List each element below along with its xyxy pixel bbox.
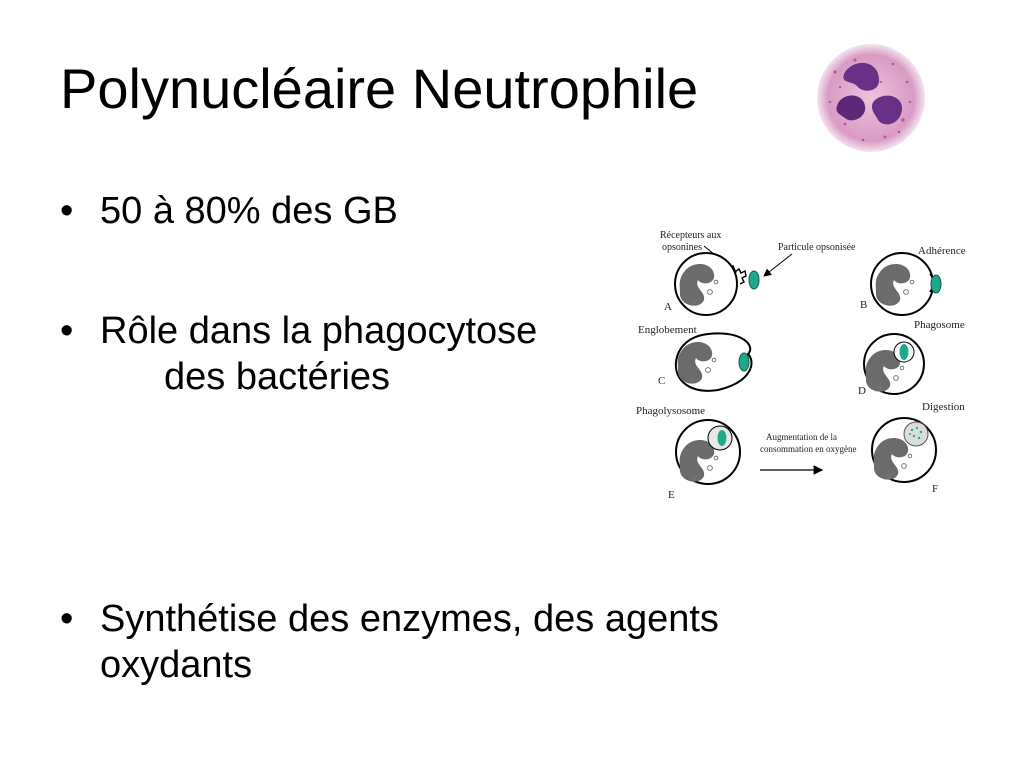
label-phagosome: Phagosome — [914, 319, 965, 331]
bullet-text-block: Rôle dans la phagocytose des bactéries — [100, 308, 537, 400]
cell-c — [674, 332, 753, 392]
label-digestion: Digestion — [922, 401, 965, 413]
cell-b — [870, 252, 942, 316]
bullet-text: Rôle dans la phagocytose — [100, 310, 538, 352]
neutrophil-photo — [817, 44, 925, 152]
phagocytosis-diagram: Récepteurs aux opsonines Particule opson… — [636, 230, 966, 501]
label-adherence: Adhérence — [918, 245, 966, 257]
slide-title: Polynucléaire Neutrophile — [60, 57, 699, 120]
bullet-text: Synthétise des enzymes, des agents — [100, 598, 719, 640]
cell-a — [674, 252, 760, 316]
bullet-symbol: • — [60, 190, 74, 232]
label-receptors-continued: opsonines — [662, 242, 702, 253]
cell-e — [675, 419, 741, 485]
cell-f — [871, 417, 937, 483]
bullet-text-block: Synthétise des enzymes, des agents oxyda… — [100, 596, 719, 688]
letter-f: F — [932, 483, 938, 495]
label-phagolysosome: Phagolysosome — [636, 405, 705, 417]
bullet-symbol: • — [60, 598, 74, 640]
letter-b: B — [860, 299, 867, 311]
bullet-text: 50 à 80% des GB — [100, 190, 398, 232]
label-oxygen-continued: consommation en oxygène — [760, 444, 856, 454]
letter-c: C — [658, 375, 665, 387]
letter-d: D — [858, 385, 866, 397]
label-oxygen: Augmentation de la — [766, 432, 837, 442]
bullet-text-continued: oxydants — [100, 644, 253, 686]
bullet-symbol: • — [60, 310, 74, 352]
label-particle: Particule opsonisée — [778, 242, 856, 253]
cell-d — [863, 333, 925, 395]
label-englobement: Englobement — [638, 324, 697, 336]
label-receptors: Récepteurs aux — [660, 230, 721, 241]
letter-e: E — [668, 489, 675, 501]
letter-a: A — [664, 301, 672, 313]
bullet-text-continued: des bactéries — [164, 356, 391, 398]
